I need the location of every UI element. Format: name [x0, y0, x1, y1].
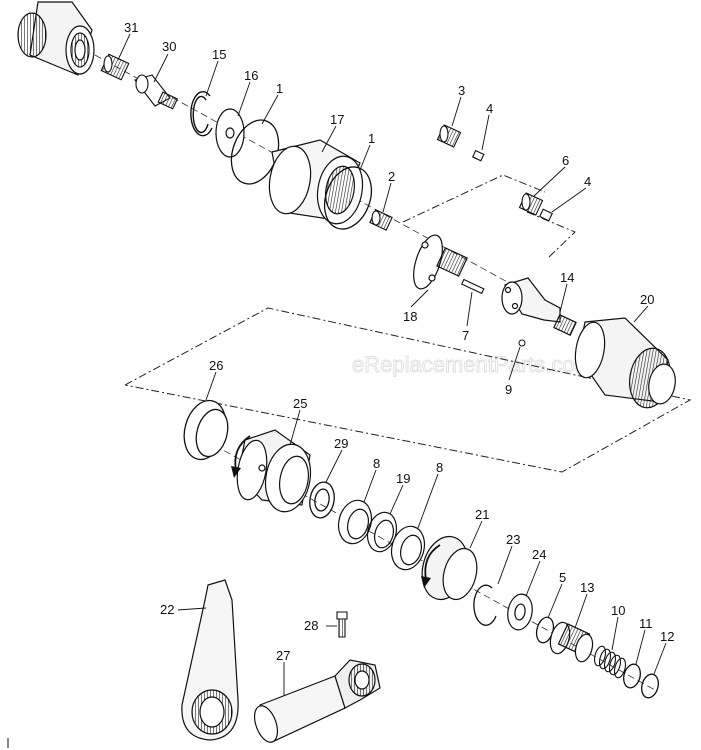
knurled-hub [18, 2, 94, 75]
boundary-lower [124, 307, 692, 473]
callout-31: 31 [124, 20, 138, 35]
part-17-sleeve [264, 140, 367, 227]
callout-5: 5 [559, 570, 566, 585]
part-8-bearing-left [334, 497, 376, 548]
part-20-housing [571, 318, 678, 411]
callout-8-left: 8 [373, 456, 380, 471]
callout-8-right: 8 [436, 460, 443, 475]
callout-29: 29 [334, 436, 348, 451]
callout-10: 10 [611, 603, 625, 618]
callout-21: 21 [475, 507, 489, 522]
callout-11: 11 [639, 616, 653, 631]
callout-12: 12 [660, 629, 674, 644]
part-16-washer [216, 109, 244, 157]
callout-1-left: 1 [276, 81, 283, 96]
callout-13: 13 [580, 580, 594, 595]
part-26-ring [178, 396, 233, 464]
boundary-upper [402, 174, 546, 223]
part-29-washer [307, 480, 337, 520]
assembly-boundary-lines [124, 174, 692, 473]
part-23-retaining-ring [474, 585, 496, 625]
rotation-arrowhead-lower [421, 576, 431, 588]
part-12-ring [639, 672, 661, 699]
callout-18: 18 [403, 309, 417, 324]
callout-22: 22 [160, 602, 174, 617]
part-7-pin [462, 280, 484, 294]
callout-3: 3 [458, 83, 465, 98]
part-25-collar [233, 430, 316, 515]
leader-lines [117, 33, 667, 696]
part-15-snap-ring [191, 92, 212, 136]
rotation-arrow-lower [424, 544, 441, 581]
callout-9: 9 [505, 382, 512, 397]
callout-6: 6 [562, 153, 569, 168]
part-6-gear [519, 193, 542, 215]
part-24-thrust-washer [505, 592, 535, 632]
callout-20: 20 [640, 292, 654, 307]
part-31-pinion [101, 54, 129, 80]
callout-7: 7 [462, 328, 469, 343]
callout-14: 14 [560, 270, 574, 285]
rotation-arrowhead-upper [231, 466, 241, 478]
part-3-gear [437, 125, 460, 147]
part-18-carrier [408, 232, 467, 293]
callout-30: 30 [162, 39, 176, 54]
callout-17: 17 [330, 112, 344, 127]
rotation-arrow-upper [234, 435, 251, 471]
part-30-shaft [135, 75, 177, 109]
part-13-ratchet [547, 620, 595, 663]
part-22-handle-arm [182, 580, 238, 740]
callout-2: 2 [388, 169, 395, 184]
callout-26: 26 [209, 358, 223, 373]
part-11-ring [621, 662, 643, 689]
part-14-spindle [502, 278, 576, 335]
callout-4-lower: 4 [584, 174, 591, 189]
part-1-o-ring-right [316, 160, 379, 235]
callout-16: 16 [244, 68, 258, 83]
part-4-pin-upper [473, 151, 484, 161]
callout-24: 24 [532, 547, 546, 562]
part-4-pin-lower [540, 209, 552, 220]
part-8-bearing-right [387, 523, 429, 574]
part-9-ball [518, 339, 526, 347]
callout-labels: 31 30 15 16 1 17 1 2 3 4 6 4 14 20 18 7 … [124, 20, 674, 663]
part-21-reverse-ring [415, 531, 482, 604]
callout-19: 19 [396, 471, 410, 486]
callout-28: 28 [304, 618, 318, 633]
part-2-bearing [370, 210, 392, 230]
callout-23: 23 [506, 532, 520, 547]
callout-25: 25 [293, 396, 307, 411]
part-10-spring [593, 645, 628, 679]
callout-27: 27 [276, 648, 290, 663]
boundary-upper-right [526, 211, 576, 259]
part-27-handle [250, 660, 380, 745]
part-28-screw [337, 612, 347, 637]
callout-4-upper: 4 [486, 101, 493, 116]
callout-1-right: 1 [368, 131, 375, 146]
callout-15: 15 [212, 47, 226, 62]
watermark-text: eReplacementParts.com [352, 352, 593, 377]
